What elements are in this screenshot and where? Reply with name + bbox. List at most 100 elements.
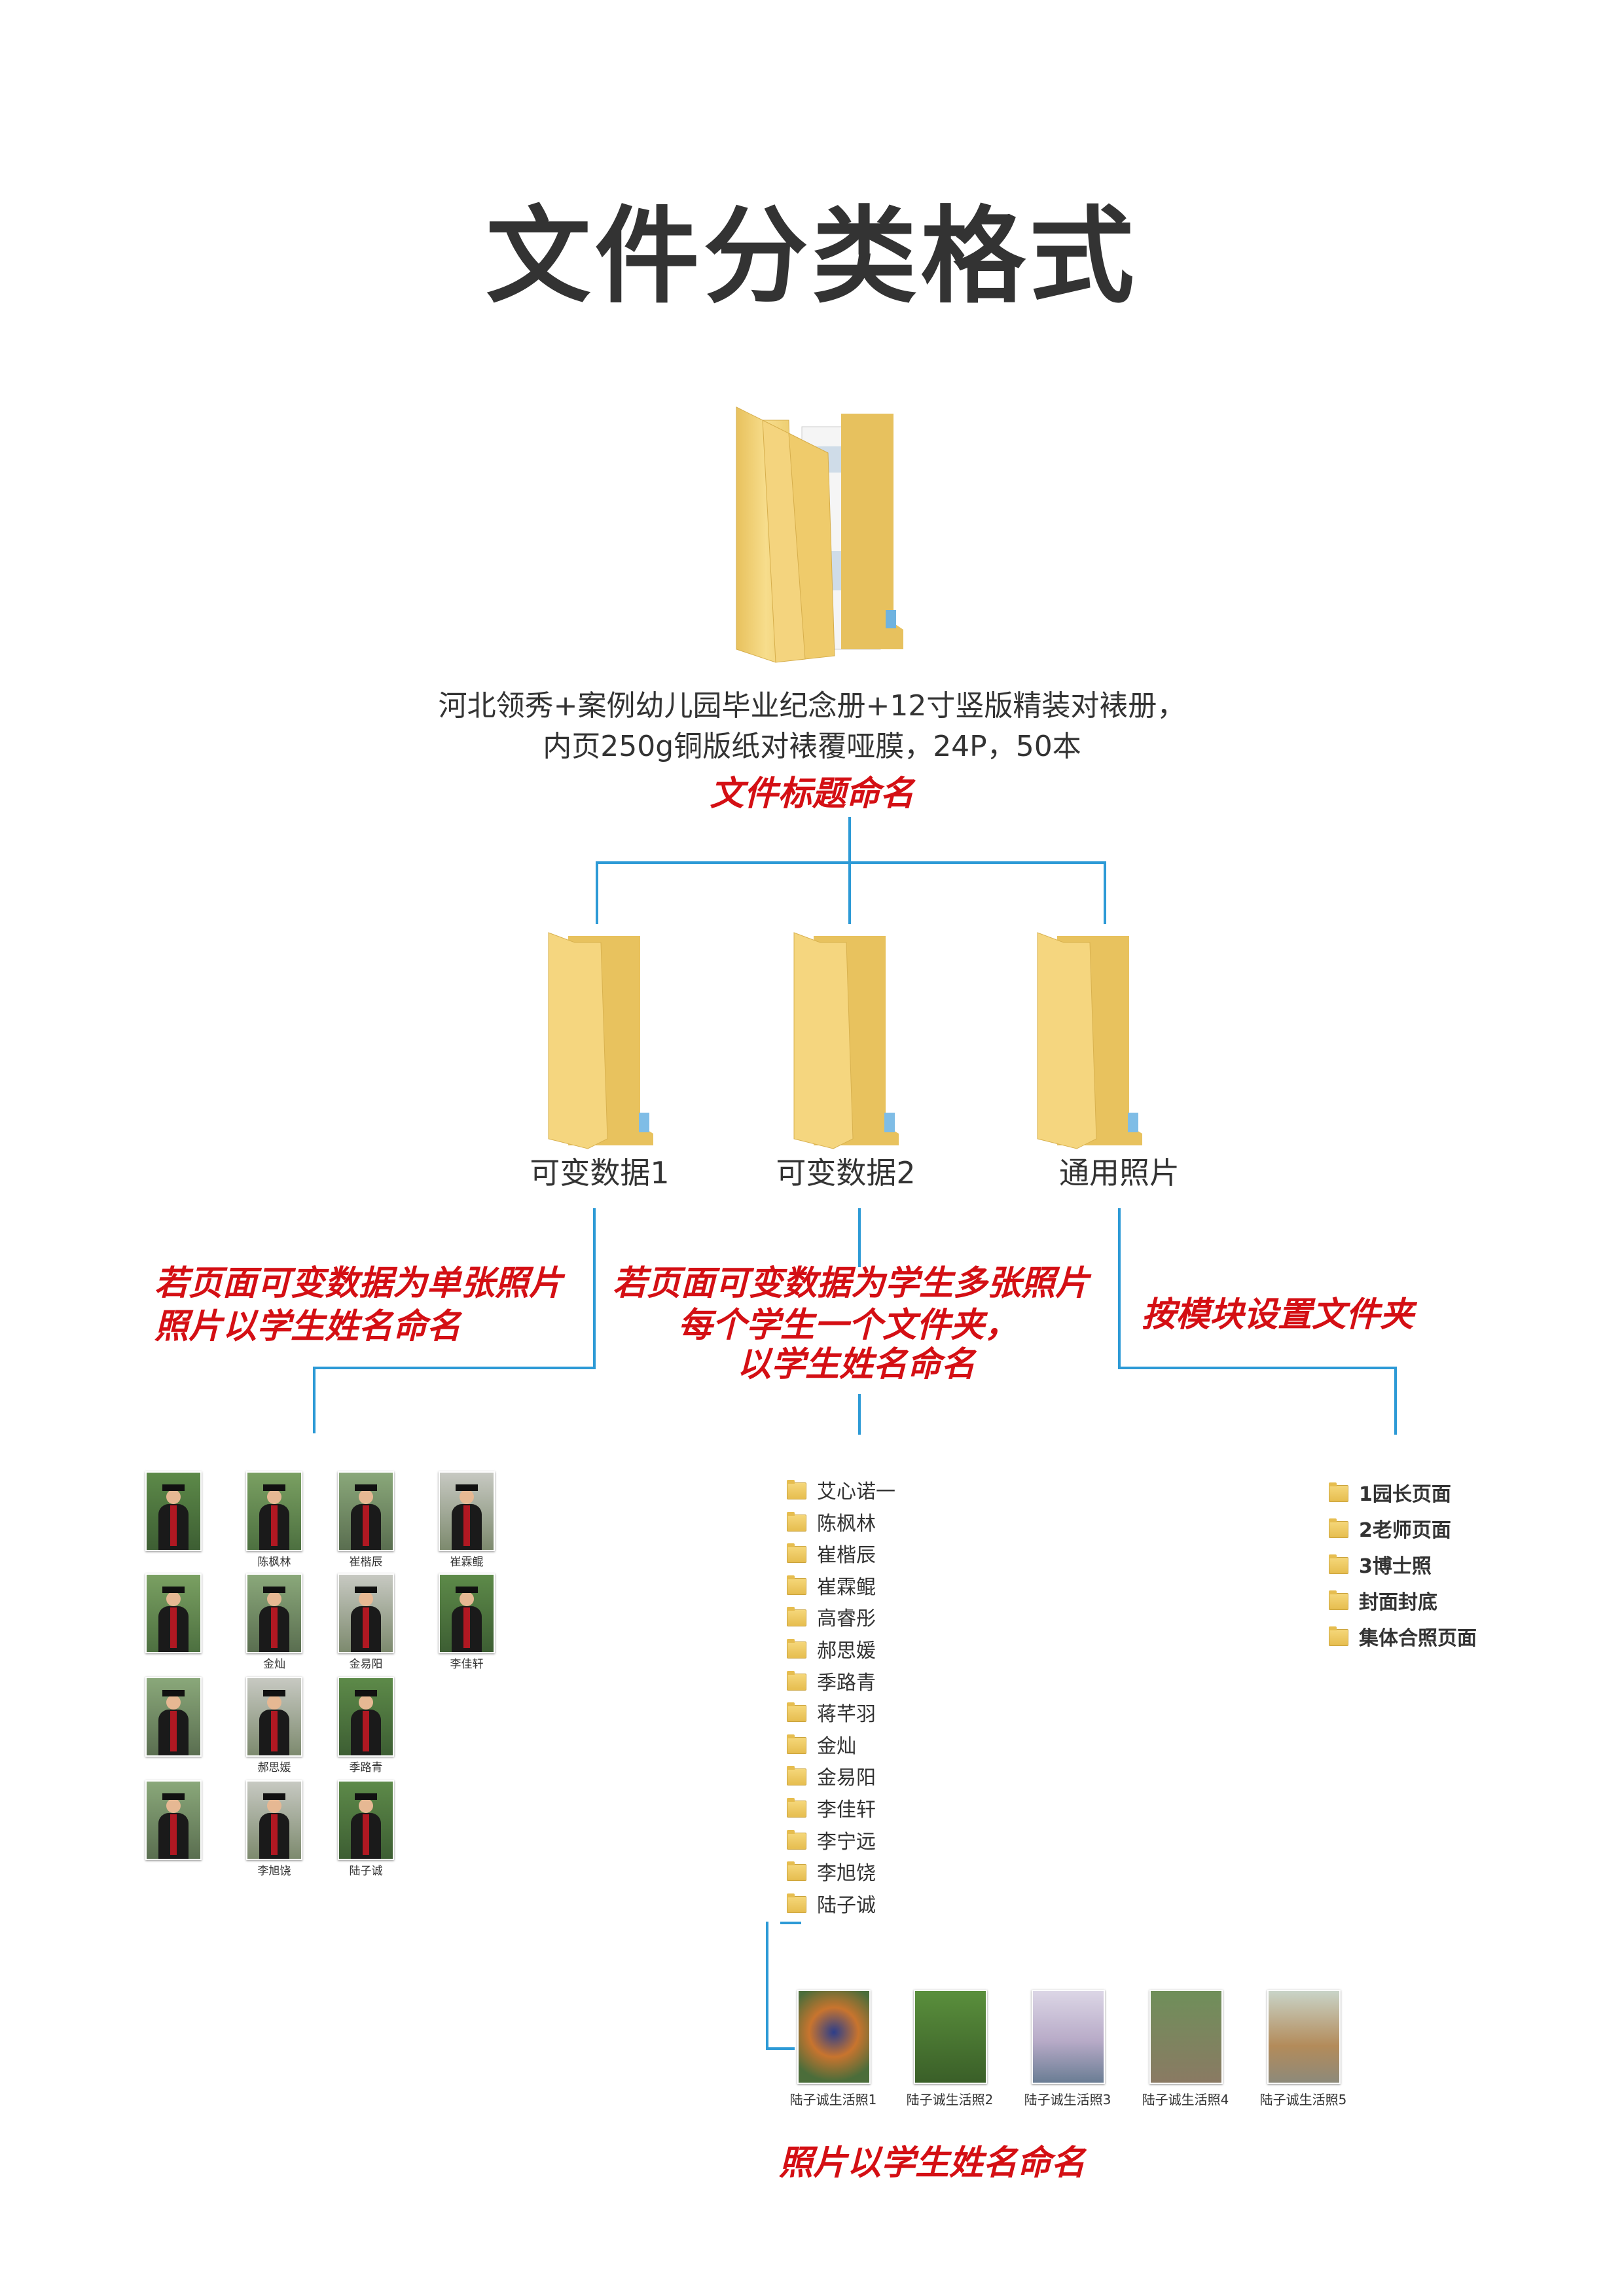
- student-photo: [439, 1471, 495, 1551]
- student-folder-item[interactable]: 崔楷辰: [787, 1539, 876, 1568]
- student-folder-item[interactable]: 郝思媛: [787, 1634, 876, 1663]
- student-photo: [145, 1573, 202, 1653]
- connector-root-stem: [848, 817, 851, 864]
- student-folder-item[interactable]: 陈枫林: [787, 1507, 876, 1536]
- module-folder-label: 3博士照: [1359, 1555, 1432, 1578]
- life-photo: [1149, 1990, 1223, 2084]
- student-folder-label: 蒋芊羽: [817, 1703, 876, 1727]
- folder-icon: [787, 1639, 806, 1659]
- student-photo: [338, 1780, 394, 1860]
- root-description-line1: 河北领秀+案例幼儿园毕业纪念册+12寸竖版精装对裱册，: [438, 689, 1186, 723]
- student-folder-item[interactable]: 李宁远: [787, 1825, 876, 1854]
- student-photo-label: 崔楷辰: [349, 1556, 383, 1569]
- student-photo: [246, 1573, 302, 1653]
- note-left-line1: 若页面可变数据为单张照片: [154, 1263, 564, 1303]
- connector-root-right: [1104, 861, 1106, 924]
- life-photo: [1267, 1990, 1341, 2084]
- connector-right-drop: [1394, 1367, 1397, 1435]
- folder-icon: [1329, 1518, 1348, 1538]
- student-photo: [439, 1573, 495, 1653]
- module-folder-item[interactable]: 3博士照: [1329, 1550, 1432, 1579]
- root-naming-note: 文件标题命名: [710, 774, 914, 814]
- root-folder-icon: [736, 406, 903, 663]
- student-folder-label: 季路青: [817, 1671, 876, 1695]
- folder-icon: [787, 1861, 806, 1882]
- student-folder-item[interactable]: 陆子诚: [787, 1889, 876, 1918]
- module-folder-item[interactable]: 封面封底: [1329, 1586, 1437, 1615]
- student-photo: [338, 1573, 394, 1653]
- connector-left-down: [593, 1208, 596, 1368]
- folder-icon: [1329, 1626, 1348, 1646]
- student-photo: [338, 1471, 394, 1551]
- connector-life-vertical: [766, 1922, 768, 2050]
- student-folder-label: 李旭饶: [817, 1862, 876, 1886]
- student-folder-label: 高睿彤: [817, 1607, 876, 1631]
- folder-icon: [787, 1480, 806, 1499]
- connector-root-left: [596, 861, 598, 924]
- note-right: 按模块设置文件夹: [1142, 1295, 1415, 1335]
- student-folder-item[interactable]: 李旭饶: [787, 1857, 876, 1886]
- life-photo: [1032, 1990, 1105, 2084]
- folder-icon-variable-1: [548, 932, 653, 1149]
- student-photo: [145, 1471, 202, 1551]
- life-photo-label: 陆子诚生活照3: [1024, 2092, 1111, 2108]
- connector-mid-top: [858, 1208, 861, 1267]
- note-mid-line2: 每个学生一个文件夹，: [678, 1305, 1019, 1345]
- student-folder-label: 郝思媛: [817, 1640, 876, 1662]
- page-title: 文件分类格式: [486, 195, 1138, 317]
- student-folder-item[interactable]: 李佳轩: [787, 1793, 876, 1822]
- student-folder-item[interactable]: 高睿彤: [787, 1602, 876, 1631]
- connector-right-bar: [1118, 1367, 1397, 1369]
- student-folder-label: 李宁远: [817, 1830, 876, 1854]
- connector-left-bar: [313, 1367, 596, 1369]
- folder-label-variable-2: 可变数据2: [776, 1155, 916, 1191]
- student-folder-item[interactable]: 金灿: [787, 1730, 856, 1759]
- life-photo-label: 陆子诚生活照1: [789, 2092, 877, 2108]
- connector-right-down: [1118, 1208, 1121, 1368]
- student-photo-label: 陈枫林: [257, 1556, 291, 1569]
- folder-icon: [787, 1670, 806, 1691]
- connector-root-mid: [848, 861, 851, 924]
- folder-icon: [787, 1734, 806, 1754]
- student-folder-label: 李佳轩: [817, 1799, 876, 1821]
- folder-icon: [787, 1829, 806, 1850]
- student-folder-item[interactable]: 蒋芊羽: [787, 1698, 876, 1727]
- student-folder-label: 陆子诚: [817, 1893, 876, 1917]
- note-left-line2: 照片以学生姓名命名: [154, 1306, 461, 1346]
- module-folder-label: 封面封底: [1359, 1591, 1437, 1614]
- student-photo-label: 季路青: [349, 1761, 383, 1774]
- student-photo-label: 金灿: [263, 1658, 285, 1671]
- module-folder-item[interactable]: 2老师页面: [1329, 1514, 1451, 1543]
- student-folder-label: 陈枫林: [817, 1512, 876, 1535]
- folder-icon: [787, 1511, 806, 1532]
- student-folder-item[interactable]: 季路青: [787, 1666, 876, 1695]
- connector-life-top: [780, 1922, 801, 1924]
- folder-icon: [1329, 1482, 1348, 1502]
- note-bottom: 照片以学生姓名命名: [779, 2143, 1086, 2183]
- connector-root-bar: [596, 861, 1106, 864]
- student-folder-item[interactable]: 金易阳: [787, 1761, 876, 1790]
- folder-icon: [787, 1607, 806, 1627]
- life-photo: [797, 1990, 871, 2084]
- root-description-line2: 内页250g铜版纸对裱覆哑膜，24P，50本: [543, 730, 1081, 763]
- student-photo: [145, 1780, 202, 1860]
- folder-icon: [787, 1702, 806, 1723]
- folder-label-common-photos: 通用照片: [1059, 1155, 1180, 1191]
- note-mid-line3: 以学生姓名命名: [737, 1344, 976, 1384]
- student-folder-item[interactable]: 艾心诺一: [787, 1475, 895, 1504]
- student-photo-label: 金易阳: [349, 1658, 383, 1671]
- student-folder-item[interactable]: 崔霖鲲: [787, 1571, 876, 1600]
- folder-label-variable-1: 可变数据1: [530, 1155, 670, 1191]
- folder-icon: [787, 1893, 806, 1913]
- student-photo-label: 陆子诚: [349, 1865, 383, 1878]
- module-folder-label: 集体合照页面: [1359, 1627, 1477, 1650]
- life-photo-label: 陆子诚生活照5: [1259, 2092, 1347, 2108]
- module-folder-item[interactable]: 1园长页面: [1329, 1478, 1451, 1507]
- student-photo-label: 郝思媛: [257, 1761, 291, 1774]
- module-folder-item[interactable]: 集体合照页面: [1329, 1622, 1477, 1651]
- student-folder-label: 崔霖鲲: [817, 1575, 876, 1599]
- student-folder-label: 崔楷辰: [817, 1544, 876, 1568]
- student-photo: [246, 1780, 302, 1860]
- folder-icon-variable-2: [793, 932, 899, 1149]
- life-photo: [914, 1990, 987, 2084]
